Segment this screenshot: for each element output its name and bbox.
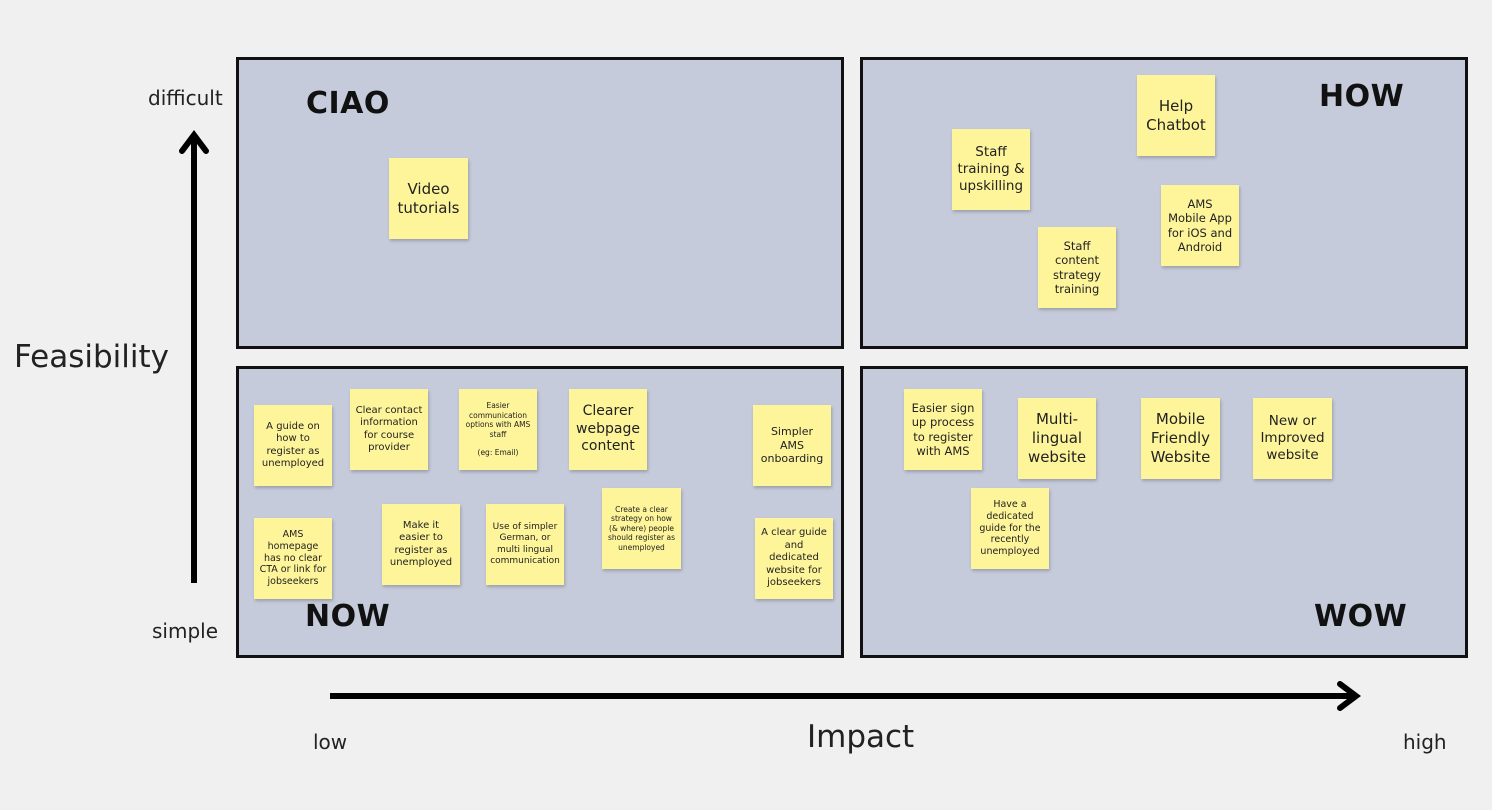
y-axis-top-label: difficult <box>148 86 223 110</box>
y-axis-title: Feasibility <box>14 339 169 375</box>
x-axis-title: Impact <box>807 719 915 755</box>
sticky-note[interactable]: New or Improved website <box>1253 398 1332 479</box>
sticky-note[interactable]: AMS homepage has no clear CTA or link fo… <box>254 518 332 599</box>
quadrant-title-how: HOW <box>1319 79 1405 114</box>
sticky-note[interactable]: Clear contact information for course pro… <box>350 389 428 470</box>
sticky-note[interactable]: A clear guide and dedicated website for … <box>755 518 833 599</box>
quadrant-title-ciao: CIAO <box>306 86 390 121</box>
sticky-note[interactable]: Easier communication options with AMS st… <box>459 389 537 470</box>
sticky-note[interactable]: Help Chatbot <box>1137 75 1215 156</box>
sticky-note[interactable]: Make it easier to register as unemployed <box>382 504 460 585</box>
y-axis-bottom-label: simple <box>152 619 219 643</box>
quadrant-ciao <box>236 57 844 349</box>
sticky-note[interactable]: Staff training & upskilling <box>952 129 1030 210</box>
sticky-note[interactable]: A guide on how to register as unemployed <box>254 405 332 486</box>
y-axis-arrow <box>179 130 209 583</box>
sticky-note[interactable]: Have a dedicated guide for the recently … <box>971 488 1049 569</box>
sticky-note[interactable]: AMS Mobile App for iOS and Android <box>1161 185 1239 266</box>
sticky-note[interactable]: Clearer webpage content <box>569 389 647 470</box>
sticky-note[interactable]: Mobile Friendly Website <box>1141 398 1220 479</box>
sticky-note[interactable]: Use of simpler German, or multi lingual … <box>486 504 564 585</box>
sticky-note[interactable]: Staff content strategy training <box>1038 227 1116 308</box>
x-axis-left-label: low <box>313 730 348 754</box>
sticky-note[interactable]: Easier sign up process to register with … <box>904 389 982 470</box>
sticky-note[interactable]: Multi- lingual website <box>1018 398 1096 479</box>
quadrant-title-now: NOW <box>305 599 391 634</box>
quadrant-title-wow: WOW <box>1314 599 1408 634</box>
sticky-note[interactable]: Video tutorials <box>389 158 468 239</box>
sticky-note[interactable]: Create a clear strategy on how (& where)… <box>602 488 681 569</box>
x-axis-right-label: high <box>1403 730 1447 754</box>
x-axis-arrow <box>330 681 1361 711</box>
sticky-note[interactable]: Simpler AMS onboarding <box>753 405 831 486</box>
